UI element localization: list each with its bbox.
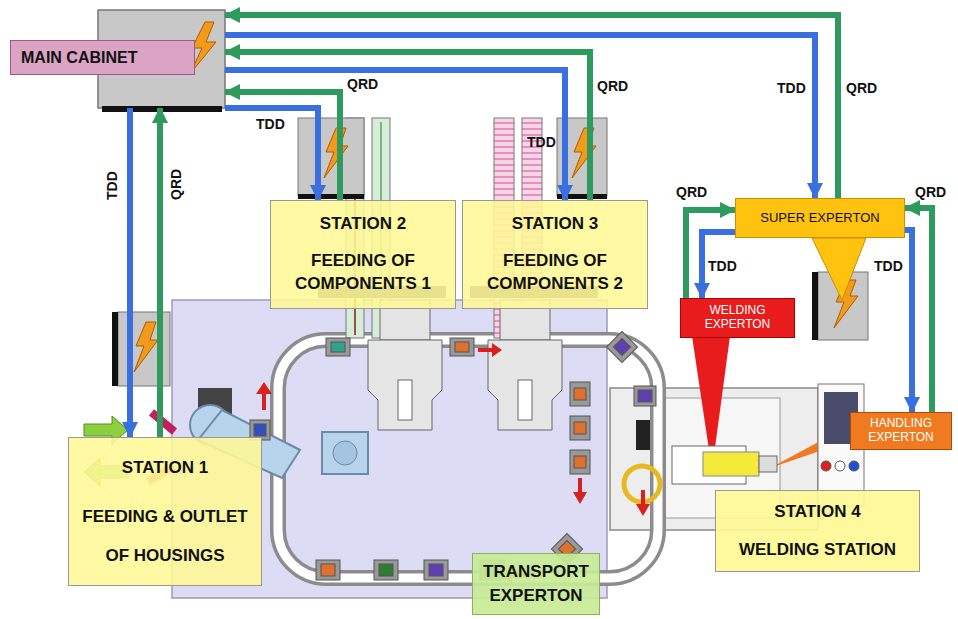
signal-arrow bbox=[686, 210, 735, 298]
edge-label: TDD bbox=[777, 80, 806, 96]
signal-arrow bbox=[905, 230, 912, 412]
node-heading: STATION 4 bbox=[774, 501, 860, 523]
station-box: STATION 3 FEEDING OF COMPONENTS 2 bbox=[462, 200, 648, 309]
node-body: FEEDING & OUTLET OF HOUSINGS bbox=[79, 497, 251, 575]
edge-label: QRD bbox=[168, 169, 184, 200]
signal-arrow bbox=[905, 208, 932, 412]
edge-label: QRD bbox=[846, 80, 877, 96]
node-heading: SUPER EXPERTON bbox=[760, 210, 879, 226]
station-box: STATION 1 FEEDING & OUTLET OF HOUSINGS bbox=[68, 437, 262, 586]
node-heading: TRANSPORT EXPERTON bbox=[477, 560, 595, 608]
node-heading: STATION 3 bbox=[512, 213, 598, 236]
edge-label: QRD bbox=[676, 184, 707, 200]
node-heading: MAIN CABINET bbox=[10, 40, 195, 75]
signal-arrow bbox=[225, 35, 815, 198]
signal-arrow bbox=[225, 70, 565, 200]
station-box: WELDING EXPERTON bbox=[680, 298, 795, 338]
signal-arrow bbox=[157, 108, 163, 437]
node-body: FEEDING OF COMPONENTS 2 bbox=[469, 250, 641, 296]
signal-arrow bbox=[225, 92, 340, 200]
node-body: WELDING STATION bbox=[739, 539, 896, 561]
node-body: FEEDING OF COMPONENTS 1 bbox=[277, 250, 449, 296]
signal-arrow bbox=[225, 108, 318, 200]
station-box: TRANSPORT EXPERTON bbox=[472, 553, 600, 615]
signal-arrow bbox=[225, 52, 590, 200]
signal-arrow bbox=[127, 108, 133, 437]
edge-label: TDD bbox=[256, 116, 285, 132]
edge-label: QRD bbox=[347, 76, 378, 92]
edge-label: TDD bbox=[104, 171, 120, 200]
node-heading: STATION 1 bbox=[122, 448, 208, 487]
node-heading: STATION 2 bbox=[320, 213, 406, 236]
station-box: STATION 4 WELDING STATION bbox=[715, 490, 920, 572]
edge-label: QRD bbox=[597, 78, 628, 94]
edge-label: QRD bbox=[915, 184, 946, 200]
station-box: STATION 2 FEEDING OF COMPONENTS 1 bbox=[270, 200, 456, 309]
station-box: SUPER EXPERTON bbox=[735, 198, 905, 238]
edge-label: TDD bbox=[527, 134, 556, 150]
node-heading: HANDLING EXPERTON bbox=[855, 417, 947, 445]
station-box: HANDLING EXPERTON bbox=[850, 412, 952, 450]
edge-label: TDD bbox=[708, 258, 737, 274]
cabinet-label: MAIN CABINET bbox=[10, 10, 225, 108]
edge-label: TDD bbox=[874, 258, 903, 274]
node-heading: WELDING EXPERTON bbox=[685, 304, 790, 332]
signal-arrow bbox=[225, 15, 838, 198]
